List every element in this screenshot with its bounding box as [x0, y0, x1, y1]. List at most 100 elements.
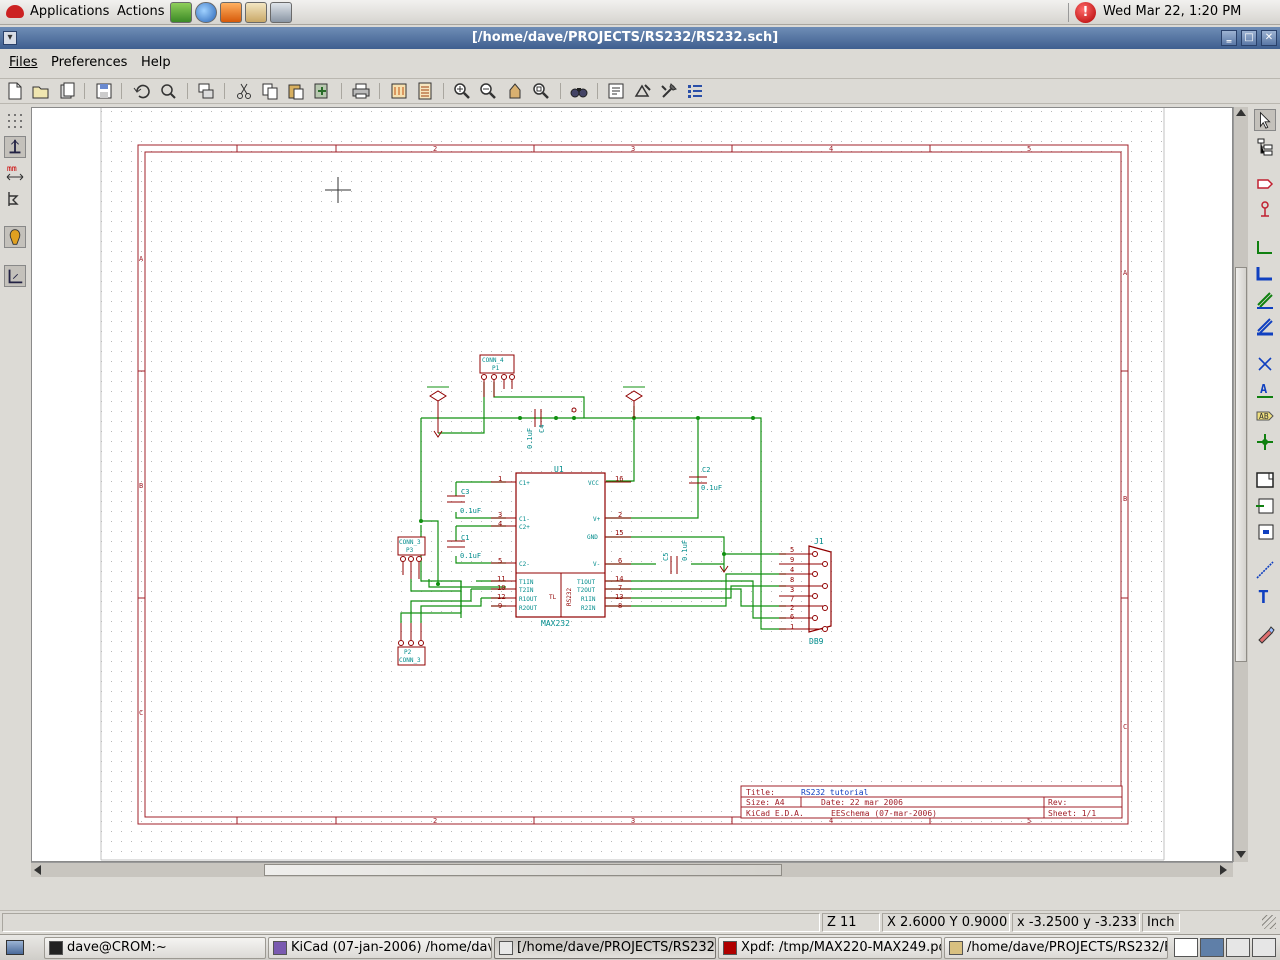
horizontal-scrollbar[interactable] — [31, 862, 1233, 877]
bus-entry-icon[interactable] — [1254, 315, 1276, 337]
vertical-scrollbar[interactable] — [1233, 107, 1248, 862]
u1-pin-number: 7 — [618, 584, 622, 592]
resize-grip-icon[interactable] — [1262, 915, 1276, 929]
erc-icon[interactable] — [634, 82, 652, 100]
redhat-icon[interactable] — [6, 5, 24, 18]
sheet-pin-icon[interactable] — [1254, 521, 1276, 543]
global-label-icon[interactable]: AB — [1254, 405, 1276, 427]
zoom-fit-icon[interactable] — [532, 82, 550, 100]
capacitor-c4[interactable]: C4 0.1uF — [526, 407, 577, 449]
copy-icon[interactable] — [261, 82, 279, 100]
close-button[interactable]: ✕ — [1261, 30, 1277, 46]
workspace-2[interactable] — [1200, 938, 1224, 957]
scroll-left-arrow-icon[interactable] — [34, 865, 41, 875]
capacitor-c5[interactable]: C5 0.1uF — [662, 540, 689, 574]
cursor-icon[interactable]: mm — [4, 162, 26, 184]
workspace-3[interactable] — [1226, 938, 1250, 957]
save-icon[interactable] — [95, 82, 113, 100]
import-pin-icon[interactable] — [1254, 495, 1276, 517]
task-file-manager[interactable]: /home/dave/PROJECTS/RS232/F — [944, 937, 1168, 959]
capacitor-c3[interactable]: C3 0.1uF — [447, 488, 481, 515]
net-label-icon[interactable]: A — [1254, 379, 1276, 401]
netlist-icon[interactable] — [390, 82, 408, 100]
capacitor-c1[interactable]: C1 0.1uF — [447, 534, 481, 560]
open-library-icon[interactable] — [58, 82, 76, 100]
annotate-icon[interactable] — [607, 82, 625, 100]
db9-pin-number: 9 — [790, 556, 794, 564]
menu-help[interactable]: Help — [141, 55, 171, 70]
open-icon[interactable] — [32, 82, 50, 100]
show-desktop-icon[interactable] — [6, 940, 24, 955]
find-icon[interactable] — [570, 82, 588, 100]
schematic-canvas[interactable]: 2 3 4 5 2 3 4 5 A B C A B C — [31, 107, 1233, 862]
scroll-down-arrow-icon[interactable] — [1236, 851, 1246, 858]
alert-icon[interactable]: ! — [1075, 2, 1096, 23]
clock[interactable]: Wed Mar 22, 1:20 PM — [1103, 4, 1242, 19]
hierarchy-nav-icon[interactable] — [1254, 135, 1276, 157]
wire-entry-icon[interactable] — [1254, 289, 1276, 311]
wire-mode-icon[interactable] — [4, 226, 26, 248]
netlist-gen-icon[interactable] — [660, 82, 678, 100]
ic-u1-max232[interactable]: U1 MAX232 TL RS232 C1+ C1- C2+ C2- T1IN … — [491, 465, 631, 628]
redraw-icon[interactable] — [506, 82, 524, 100]
library-browser-icon[interactable] — [686, 82, 704, 100]
zoom-in-icon[interactable] — [453, 82, 471, 100]
task-xpdf[interactable]: Xpdf: /tmp/MAX220-MAX249.pdf — [718, 937, 942, 959]
new-icon[interactable] — [6, 82, 24, 100]
connector-p3[interactable]: CONN_3 P3 — [397, 536, 426, 579]
browser-icon[interactable] — [195, 2, 217, 23]
task-eeschema[interactable]: [/home/dave/PROJECTS/RS232/ — [494, 937, 716, 959]
files-icon[interactable] — [270, 2, 292, 23]
maximize-button[interactable]: □ — [1241, 30, 1257, 46]
vertical-scroll-thumb[interactable] — [1235, 267, 1247, 662]
grid-icon[interactable] — [4, 110, 26, 132]
task-kicad[interactable]: KiCad (07-jan-2006) /home/dave — [268, 937, 492, 959]
junction-icon[interactable] — [1254, 431, 1276, 453]
hidden-pins-icon[interactable] — [4, 188, 26, 210]
workspace-4[interactable] — [1252, 938, 1276, 957]
minimize-button[interactable]: ‗ — [1221, 30, 1237, 46]
window-menu-icon[interactable]: ▾ — [3, 31, 17, 45]
scroll-up-arrow-icon[interactable] — [1236, 109, 1246, 116]
undo-icon[interactable] — [133, 82, 151, 100]
schematic-sheet[interactable]: 2 3 4 5 2 3 4 5 A B C A B C — [32, 108, 1233, 862]
menu-files[interactable]: Files — [9, 55, 38, 70]
cut-icon[interactable] — [235, 82, 253, 100]
connector-p1[interactable]: CONN_4 P1 — [479, 354, 515, 397]
noconnect-icon[interactable] — [1254, 353, 1276, 375]
text-icon[interactable]: T — [1254, 585, 1276, 607]
applications-menu[interactable]: Applications — [30, 4, 110, 19]
window-titlebar[interactable]: ▾ [/home/dave/PROJECTS/RS232/RS232.sch] … — [0, 27, 1280, 49]
hierarchy-icon[interactable] — [197, 82, 215, 100]
menu-preferences[interactable]: Preferences — [51, 55, 128, 70]
bus-mode-icon[interactable] — [4, 265, 26, 287]
bus-icon[interactable] — [1254, 263, 1276, 285]
connector-j1-db9[interactable]: J1 DB9 5 9 4 8 3 7 2 6 1 — [779, 537, 832, 646]
notes-icon[interactable] — [245, 2, 267, 23]
component-icon[interactable] — [1254, 173, 1276, 195]
wire-icon[interactable] — [1254, 237, 1276, 259]
paste-special-icon[interactable] — [313, 82, 331, 100]
u1-pin-name: VCC — [588, 480, 599, 487]
capacitor-c2[interactable]: C2 0.1uF — [689, 466, 722, 492]
scroll-right-arrow-icon[interactable] — [1220, 865, 1227, 875]
print-icon[interactable] — [352, 82, 370, 100]
horizontal-scroll-thumb[interactable] — [264, 864, 782, 876]
actions-menu[interactable]: Actions — [117, 4, 165, 19]
zoom-out-icon[interactable] — [479, 82, 497, 100]
sheet-icon[interactable] — [1254, 469, 1276, 491]
connector-p2[interactable]: P2 CONN_3 — [397, 623, 426, 666]
redo-icon[interactable] — [159, 82, 177, 100]
delete-icon[interactable] — [1254, 623, 1276, 645]
line-icon[interactable] — [1254, 559, 1276, 581]
units-icon[interactable] — [4, 136, 26, 158]
toolbar-separator — [560, 83, 561, 99]
bom-icon[interactable] — [416, 82, 434, 100]
spreadsheet-icon[interactable] — [170, 2, 192, 23]
power-icon[interactable] — [1254, 199, 1276, 221]
task-terminal[interactable]: dave@CROM:~ — [44, 937, 266, 959]
workspace-1[interactable] — [1174, 938, 1198, 957]
select-icon[interactable] — [1254, 109, 1276, 131]
paste-icon[interactable] — [287, 82, 305, 100]
terminal-icon[interactable] — [220, 2, 242, 23]
